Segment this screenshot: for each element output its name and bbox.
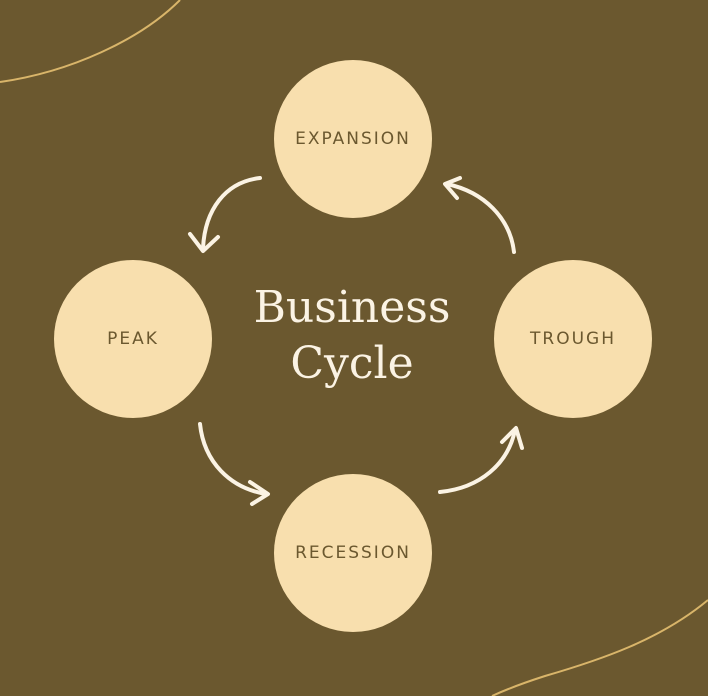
node-expansion-label: EXPANSION — [295, 129, 411, 149]
arrow-trough-to-expansion — [443, 176, 516, 254]
diagram-title: Business Cycle — [222, 280, 482, 392]
arrow-expansion-to-peak — [188, 176, 262, 253]
arrow-peak-to-recession — [198, 422, 270, 506]
diagram-title-line1: Business — [253, 282, 451, 333]
corner-curve-bottom-right — [491, 599, 708, 696]
node-expansion: EXPANSION — [274, 60, 432, 218]
corner-curve-top-left — [0, 0, 181, 83]
node-recession: RECESSION — [274, 474, 432, 632]
diagram-title-line2: Cycle — [290, 338, 414, 389]
node-peak: PEAK — [54, 260, 212, 418]
node-peak-label: PEAK — [107, 329, 159, 349]
node-recession-label: RECESSION — [295, 543, 411, 563]
node-trough-label: TROUGH — [530, 329, 616, 349]
arrow-recession-to-trough — [438, 426, 524, 494]
node-trough: TROUGH — [494, 260, 652, 418]
